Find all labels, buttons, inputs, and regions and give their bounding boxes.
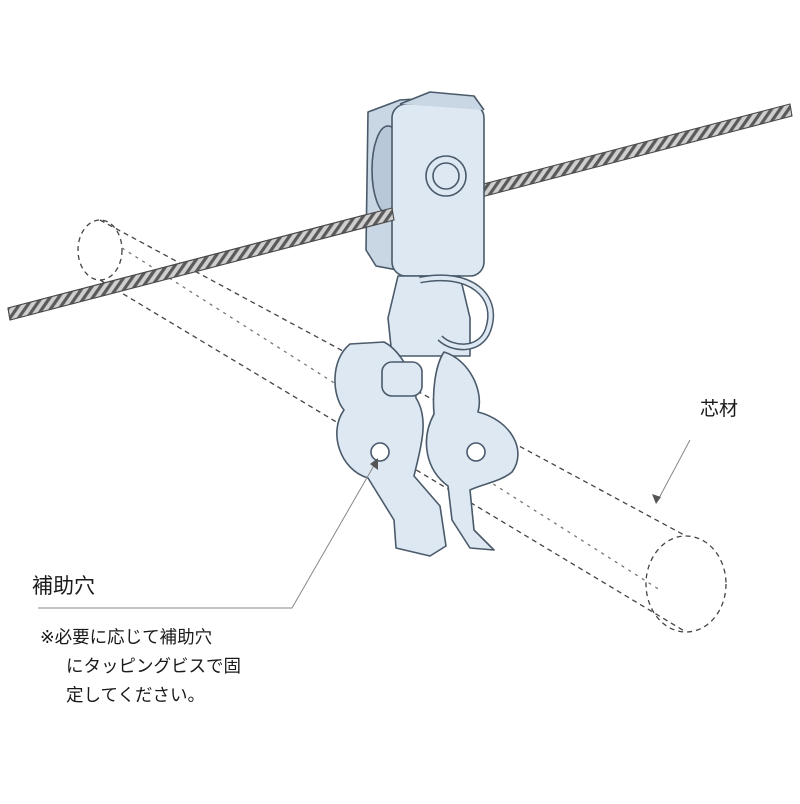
leader-core xyxy=(657,439,691,501)
leader-hole xyxy=(38,461,377,609)
pipe-far-end xyxy=(645,535,727,633)
note-text: ※必要に応じて補助穴 にタッピングビスで固 定してください。 xyxy=(40,624,241,711)
leader-core-arrow xyxy=(652,494,661,504)
note-line-3: 定してください。 xyxy=(66,686,205,706)
pipe-top-edge xyxy=(99,219,687,537)
leader-lines xyxy=(38,439,691,609)
auxiliary-hole-label: 補助穴 xyxy=(32,574,95,598)
pipe-axis xyxy=(121,247,661,591)
plate-bolt-inner xyxy=(432,162,460,190)
note-line-1: ※必要に応じて補助穴 xyxy=(40,628,213,648)
auxiliary-hole-left xyxy=(370,442,390,462)
auxiliary-hole-right xyxy=(466,442,486,462)
pipe-bottom-edge xyxy=(99,279,687,633)
pipe-near-end xyxy=(77,219,123,281)
core-material-label: 芯材 xyxy=(700,398,739,420)
core-pipe xyxy=(77,219,727,633)
connector-neck xyxy=(387,275,471,357)
housing-top-lip xyxy=(399,91,485,111)
leader-hole-arrow xyxy=(370,458,378,470)
hanger-body xyxy=(334,91,519,557)
wire-rope-front xyxy=(7,207,395,321)
note-line-2: にタッピングビスで固 xyxy=(66,657,241,677)
clamp-bolt xyxy=(381,361,423,397)
